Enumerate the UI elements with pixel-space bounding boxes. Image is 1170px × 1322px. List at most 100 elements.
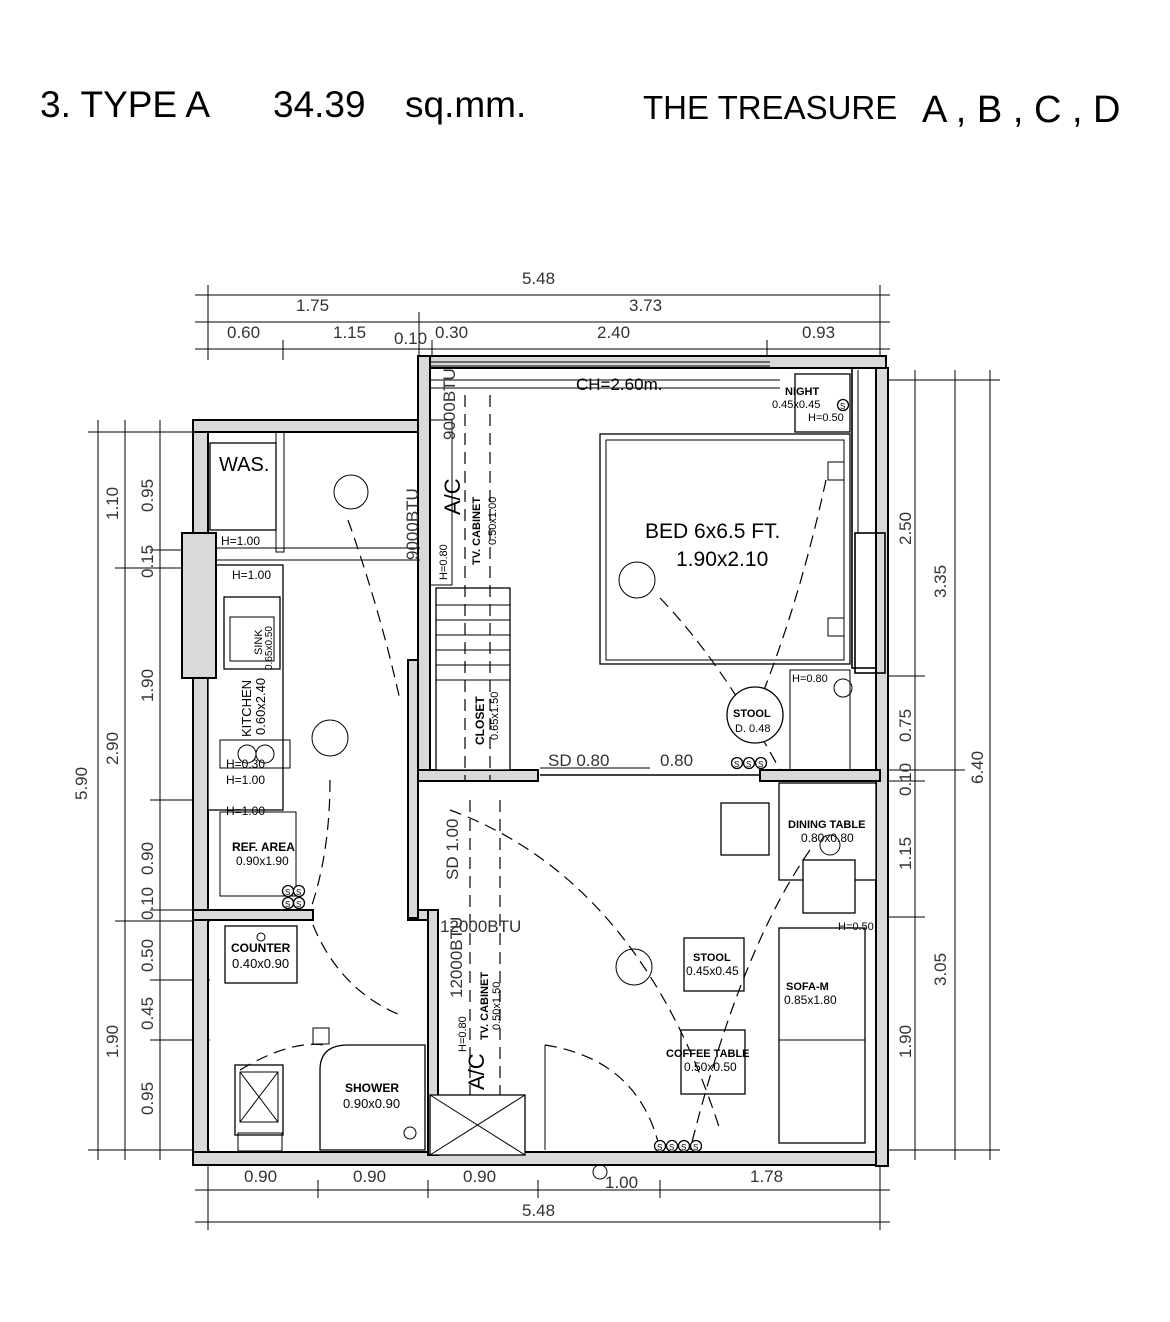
dining-table-label: DINING TABLE	[788, 819, 865, 831]
dim-right-inner-1: 2.50	[896, 512, 915, 545]
dim-top-total: 5.48	[522, 269, 555, 288]
nightstand-height: H=0.50	[808, 412, 844, 424]
living-ac-btu: 12000BTU	[440, 917, 521, 936]
dim-left-mid-1: 1.10	[103, 487, 122, 520]
dim-bottom-4: 1.00	[605, 1173, 638, 1192]
counter-label: COUNTER	[231, 941, 291, 955]
right-dimensions: 2.50 0.75 0.10 1.15 1.90 3.35 3.05 6.40	[875, 370, 1000, 1160]
socket-symbol: S	[669, 1143, 674, 1152]
sofa-h050: H=0.50	[838, 921, 874, 933]
nightstand-label: NIGHT	[785, 386, 820, 398]
dim-top-detail-6: 0.93	[802, 323, 835, 342]
area-unit: sq.mm.	[405, 84, 526, 125]
bedroom-h080-b: H=0.80	[792, 673, 828, 685]
dim-left-inner-8: 0.95	[138, 1082, 157, 1115]
dim-right-inner-3: 0.10	[896, 763, 915, 796]
h030-label: H=0.30	[226, 757, 265, 771]
socket-symbol: S	[296, 900, 301, 909]
socket-symbol: S	[734, 760, 739, 769]
socket-group-nightstand: S	[836, 398, 850, 412]
counter-size: 0.40x0.90	[232, 956, 289, 971]
dim-right-mid-1: 3.35	[931, 565, 950, 598]
washer-label: WAS.	[219, 454, 269, 476]
socket-symbol: S	[693, 1143, 698, 1152]
wall-shelf-right	[851, 367, 886, 674]
sofa-size: 0.85x1.80	[784, 993, 837, 1007]
bathroom	[224, 924, 426, 1152]
bed-label: BED 6x6.5 FT.	[645, 520, 780, 543]
bedroom-ac-btu-2: 9000BTU	[440, 368, 459, 440]
bedroom-sliding-door-2: 0.80	[660, 751, 693, 770]
dim-left-mid-3: 1.90	[103, 1025, 122, 1058]
area-value: 34.39	[273, 84, 366, 125]
socket-group-bedroom: S S S	[730, 756, 768, 770]
living-ac-btu-2: 12000BTU	[447, 917, 466, 998]
bedroom-ac-label: A/C	[440, 478, 465, 515]
socket-symbol: S	[746, 760, 751, 769]
bedroom-ac-btu: 9000BTU	[403, 488, 422, 560]
bedroom-stool-size: D. 0.48	[735, 723, 770, 735]
dim-top-detail-5: 2.40	[597, 323, 630, 342]
dim-left-inner-2: 0.15	[138, 545, 157, 578]
dim-left-inner-4: 0.90	[138, 842, 157, 875]
coffee-table-size: 0.50x0.50	[684, 1060, 737, 1074]
dim-bottom-5: 1.78	[750, 1167, 783, 1186]
h100-label-1: H=1.00	[221, 534, 260, 548]
dim-left-inner-6: 0.50	[138, 939, 157, 972]
dim-left-inner-3: 1.90	[138, 669, 157, 702]
socket-symbol: S	[681, 1143, 686, 1152]
dim-bottom-3: 0.90	[463, 1167, 496, 1186]
bottom-dimensions: 0.90 0.90 0.90 1.00 1.78 5.48	[195, 1160, 890, 1230]
living-sliding-door: SD 1.00	[443, 819, 462, 880]
bedroom-tv-cabinet-size: 0.50x1.00	[487, 497, 499, 545]
h100-label-4: H=1.00	[226, 804, 265, 818]
bedroom-h080: H=0.80	[438, 544, 450, 580]
sofa-label: SOFA-M	[786, 981, 829, 993]
living-tv-cabinet-size: 0.50x1.50	[491, 982, 503, 1030]
dim-left-inner-1: 0.95	[138, 479, 157, 512]
socket-symbol: S	[296, 888, 301, 897]
kitchen-size: 0.60x2.40	[253, 678, 268, 735]
sink-label: SINK	[253, 629, 265, 655]
bedroom	[429, 373, 853, 780]
sink-size: 0.65x0.50	[264, 626, 275, 670]
socket-symbol: S	[840, 402, 845, 411]
living-room	[429, 782, 877, 1180]
bedroom-tv-cabinet-label: TV. CABINET	[471, 497, 483, 565]
socket-symbol: S	[758, 760, 763, 769]
closet-label: CLOSET	[473, 696, 487, 745]
coffee-table-label: COFFEE TABLE	[666, 1048, 750, 1060]
window-top	[430, 361, 780, 389]
nightstand-size: 0.45x0.45	[772, 399, 820, 411]
socket-group-living: S S S S	[653, 1139, 703, 1153]
building-list: A , B , C , D	[922, 89, 1121, 131]
socket-group-kitchen: S S S S	[281, 884, 306, 910]
ref-area-size: 0.90x1.90	[236, 854, 289, 868]
ref-area-label: REF. AREA	[232, 840, 295, 854]
kitchen-counter	[181, 532, 349, 906]
shower-label: SHOWER	[345, 1081, 399, 1095]
top-dimensions: 5.48 1.75 3.73 0.60 1.15 0.10 0.30 2.40 …	[195, 269, 890, 360]
project-name: THE TREASURE	[643, 89, 897, 126]
bedroom-stool-label: STOOL	[733, 708, 771, 720]
living-ac-label: A/C	[464, 1053, 489, 1090]
dining-table-size: 0.80x0.80	[801, 831, 854, 845]
dim-right-outer: 6.40	[968, 751, 987, 784]
dim-right-inner-5: 1.90	[896, 1025, 915, 1058]
unit-label: 3. TYPE A	[40, 84, 210, 125]
dim-left-inner-7: 0.45	[138, 997, 157, 1030]
socket-symbol: S	[285, 900, 290, 909]
h100-label-3: H=1.00	[226, 773, 265, 787]
washer-area	[209, 431, 420, 701]
dim-top-detail-2: 1.15	[333, 323, 366, 342]
living-stool-label: STOOL	[693, 952, 731, 964]
dim-left-mid-2: 2.90	[103, 732, 122, 765]
h100-label-2: H=1.00	[232, 568, 271, 582]
socket-symbol: S	[657, 1143, 662, 1152]
dim-right-inner-2: 0.75	[896, 709, 915, 742]
dim-top-detail-3: 0.10	[394, 329, 427, 348]
socket-symbol: S	[285, 888, 290, 897]
dim-top-mid-2: 3.73	[629, 296, 662, 315]
dim-left-outer: 5.90	[72, 767, 91, 800]
